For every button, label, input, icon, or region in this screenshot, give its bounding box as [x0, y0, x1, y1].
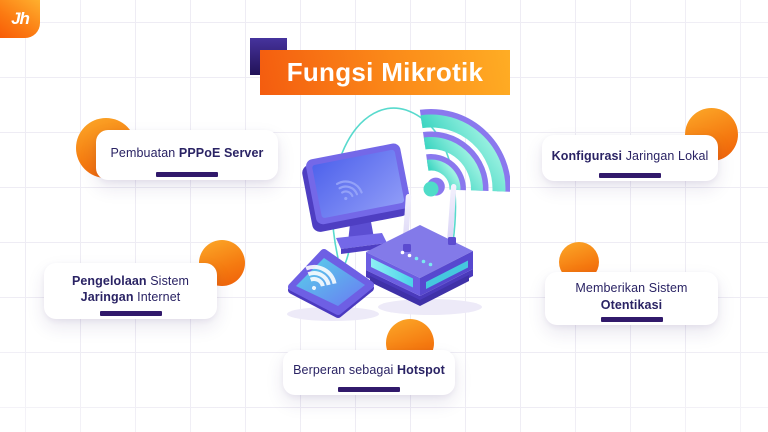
smartphone-icon — [288, 249, 374, 318]
card-label: Pembuatan PPPoE Server — [110, 145, 264, 160]
brand-logo-text: Jh — [11, 9, 30, 28]
card-underline — [99, 311, 162, 316]
card-label: Pengelolaan Sistem Jaringan Internet — [71, 273, 190, 305]
card-konfigurasi-jaringan-lokal: Konfigurasi Jaringan Lokal — [542, 135, 718, 181]
card-underline — [600, 317, 663, 322]
network-illustration — [287, 107, 510, 321]
card-underline — [156, 172, 218, 177]
brand-logo: Jh — [0, 0, 40, 38]
card-pembuatan-pppoe-server: Pembuatan PPPoE Server — [96, 130, 278, 180]
card-berperan-sebagai-hotspot: Berperan sebagai Hotspot — [283, 350, 455, 395]
card-pengelolaan-sistem-jaringan-internet: Pengelolaan Sistem Jaringan Internet — [44, 263, 217, 319]
card-underline — [338, 387, 400, 392]
card-label: Memberikan Sistem Otentikasi — [575, 281, 688, 312]
card-label: Berperan sebagai Hotspot — [293, 363, 445, 378]
card-label: Konfigurasi Jaringan Lokal — [551, 148, 709, 163]
page-title: Fungsi Mikrotik — [286, 57, 484, 87]
title-banner: Fungsi Mikrotik — [260, 50, 510, 95]
card-underline — [599, 173, 661, 178]
card-memberikan-sistem-otentikasi: Memberikan Sistem Otentikasi — [545, 272, 718, 325]
